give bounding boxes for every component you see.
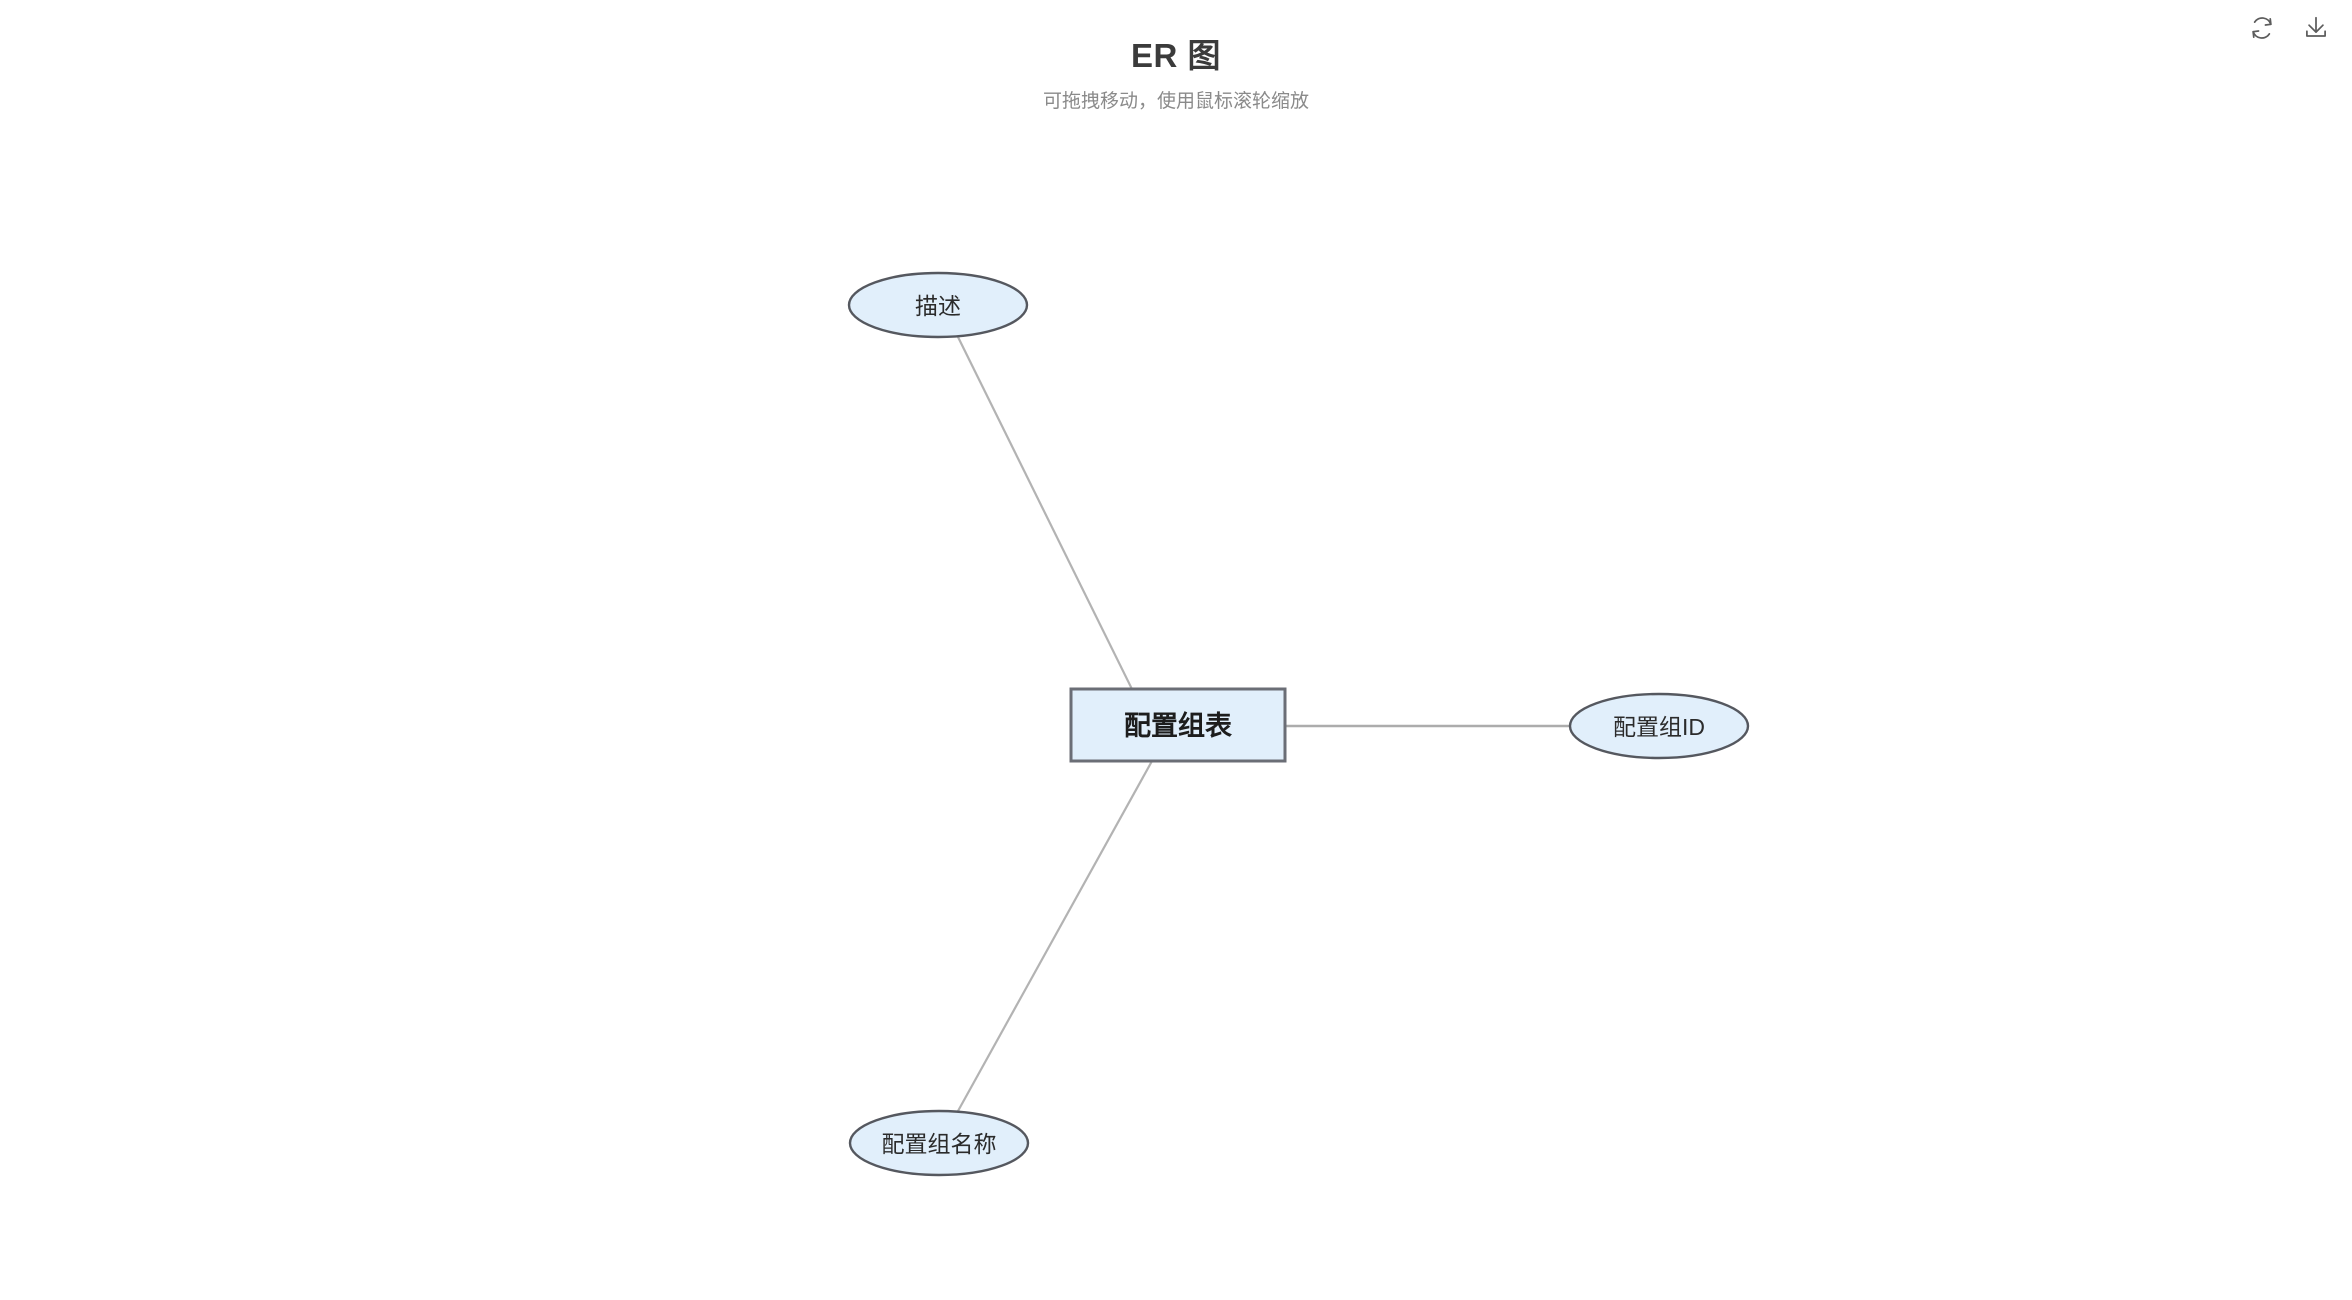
entity-node-config-group-table[interactable]: 配置组表: [1069, 687, 1287, 763]
attribute-label: 配置组名称: [882, 1131, 997, 1157]
attribute-label: 配置组ID: [1613, 714, 1705, 740]
download-icon: [2303, 15, 2329, 41]
attribute-ellipse-shape: [1568, 692, 1750, 760]
attribute-node-description[interactable]: 描述: [847, 271, 1029, 339]
diagram-toolbar: [2244, 10, 2334, 46]
refresh-icon: [2249, 15, 2275, 41]
download-button[interactable]: [2298, 10, 2334, 46]
attribute-node-config-group-name[interactable]: 配置组名称: [848, 1109, 1030, 1177]
attribute-ellipse-shape: [847, 271, 1029, 339]
attribute-node-config-group-id[interactable]: 配置组ID: [1568, 692, 1750, 760]
entity-rect-shape: [1069, 687, 1287, 763]
attribute-ellipse-shape: [848, 1109, 1030, 1177]
refresh-button[interactable]: [2244, 10, 2280, 46]
attribute-label: 描述: [915, 293, 961, 319]
edge-entity-to-config-group-name[interactable]: [957, 760, 1153, 1112]
entity-label: 配置组表: [1124, 710, 1232, 741]
